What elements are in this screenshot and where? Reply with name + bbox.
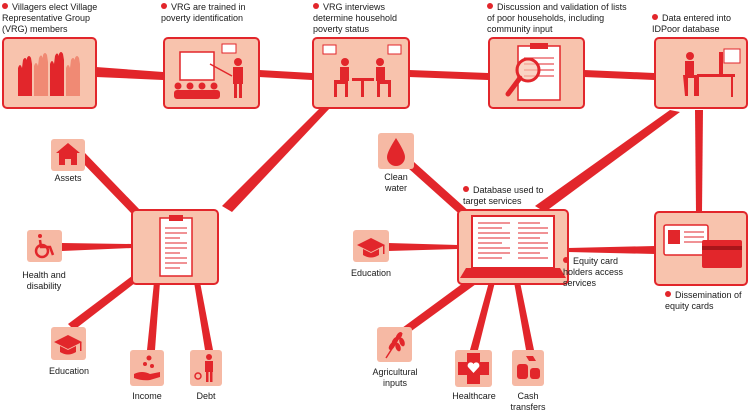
spoke-education	[68, 270, 144, 330]
poverty-criteria-box	[131, 209, 219, 285]
connector-step5-database	[535, 110, 680, 212]
laptop-icon	[460, 215, 566, 278]
bullet-dot	[665, 291, 671, 297]
connector-step2-step3	[259, 70, 312, 80]
water-drop-icon	[387, 138, 405, 166]
water-label: Clean water	[384, 172, 408, 193]
education-label: Education	[48, 366, 90, 376]
spoke-health	[62, 243, 132, 251]
connector-step1-step2	[96, 67, 163, 80]
wheelchair-icon	[34, 234, 55, 259]
raised-hands-icon	[18, 52, 80, 96]
step-box-2	[163, 37, 260, 109]
step-box-6	[654, 211, 748, 286]
assets-box	[51, 139, 85, 171]
connector-step4-step5	[584, 70, 654, 80]
magnifier-document-icon	[505, 43, 561, 101]
step-5-label: Data entered into IDPoor database	[652, 13, 732, 34]
step-2-label: VRG are trained in poverty identificatio…	[161, 2, 246, 23]
step-box-4	[488, 37, 585, 109]
cash-box	[512, 350, 544, 386]
health-label: Health and disability	[22, 270, 66, 291]
wheat-icon	[385, 332, 405, 359]
spoke-debt	[194, 282, 213, 350]
step-box-3	[312, 37, 410, 109]
spoke-agriculture	[402, 278, 476, 332]
graduation-cap-icon	[357, 238, 385, 258]
coins-hand-icon	[134, 355, 160, 381]
income-label: Income	[132, 391, 162, 401]
step-6-label: Dissemination of equity cards	[665, 290, 742, 311]
spoke-education-service	[388, 243, 458, 251]
spoke-income	[147, 282, 160, 350]
interview-icon	[322, 44, 402, 97]
database-box	[457, 209, 569, 285]
assets-label: Assets	[54, 173, 82, 183]
health-box	[27, 230, 62, 262]
access-label: Equity card holders access services	[563, 256, 624, 288]
bullet-dot	[2, 3, 8, 9]
water-box	[378, 133, 414, 169]
house-icon	[56, 143, 80, 165]
connector-step5-cards	[695, 110, 703, 212]
cash-label: Cash transfers	[510, 391, 546, 412]
spoke-cash	[514, 282, 534, 350]
step-1-label: Villagers elect Village Representative G…	[2, 2, 98, 34]
person-debt-icon	[194, 354, 213, 382]
training-presentation-icon	[174, 43, 243, 99]
bullet-dot	[313, 3, 319, 9]
step-4-label: Discussion and validation of lists of po…	[487, 2, 627, 34]
medical-cross-icon	[458, 353, 489, 384]
spoke-assets	[78, 152, 140, 216]
debt-box	[190, 350, 222, 386]
education-box	[51, 327, 86, 360]
debt-label: Debt	[196, 391, 216, 401]
step-3-label: VRG interviews determine household pover…	[313, 2, 398, 34]
bullet-dot	[652, 14, 658, 20]
education-service-label: Education	[350, 268, 392, 278]
connector-step3-step4	[409, 70, 488, 80]
healthcare-box	[455, 350, 492, 387]
spoke-healthcare	[470, 282, 495, 350]
agriculture-label: Agricultural inputs	[372, 367, 418, 388]
connector-step3-clipboard	[222, 108, 330, 212]
cash-icon	[517, 356, 540, 379]
step-box-5	[654, 37, 748, 109]
graduation-cap-icon	[54, 335, 82, 355]
service-spokes	[388, 162, 534, 350]
clipboard-icon	[159, 215, 193, 277]
spoke-water	[408, 162, 472, 220]
education-service-box	[353, 230, 389, 262]
criteria-spokes	[62, 152, 213, 350]
computer-desk-icon	[683, 48, 741, 97]
income-box	[130, 350, 164, 386]
connector-cards-database	[568, 246, 655, 254]
bullet-dot	[563, 257, 569, 263]
bullet-dot	[487, 3, 493, 9]
database-label: Database used to target services	[463, 185, 544, 206]
bullet-dot	[161, 3, 167, 9]
agriculture-box	[377, 327, 412, 362]
equity-card-icon	[663, 224, 742, 268]
step-box-1	[2, 37, 97, 109]
healthcare-label: Healthcare	[452, 391, 496, 401]
bullet-dot	[463, 186, 469, 192]
